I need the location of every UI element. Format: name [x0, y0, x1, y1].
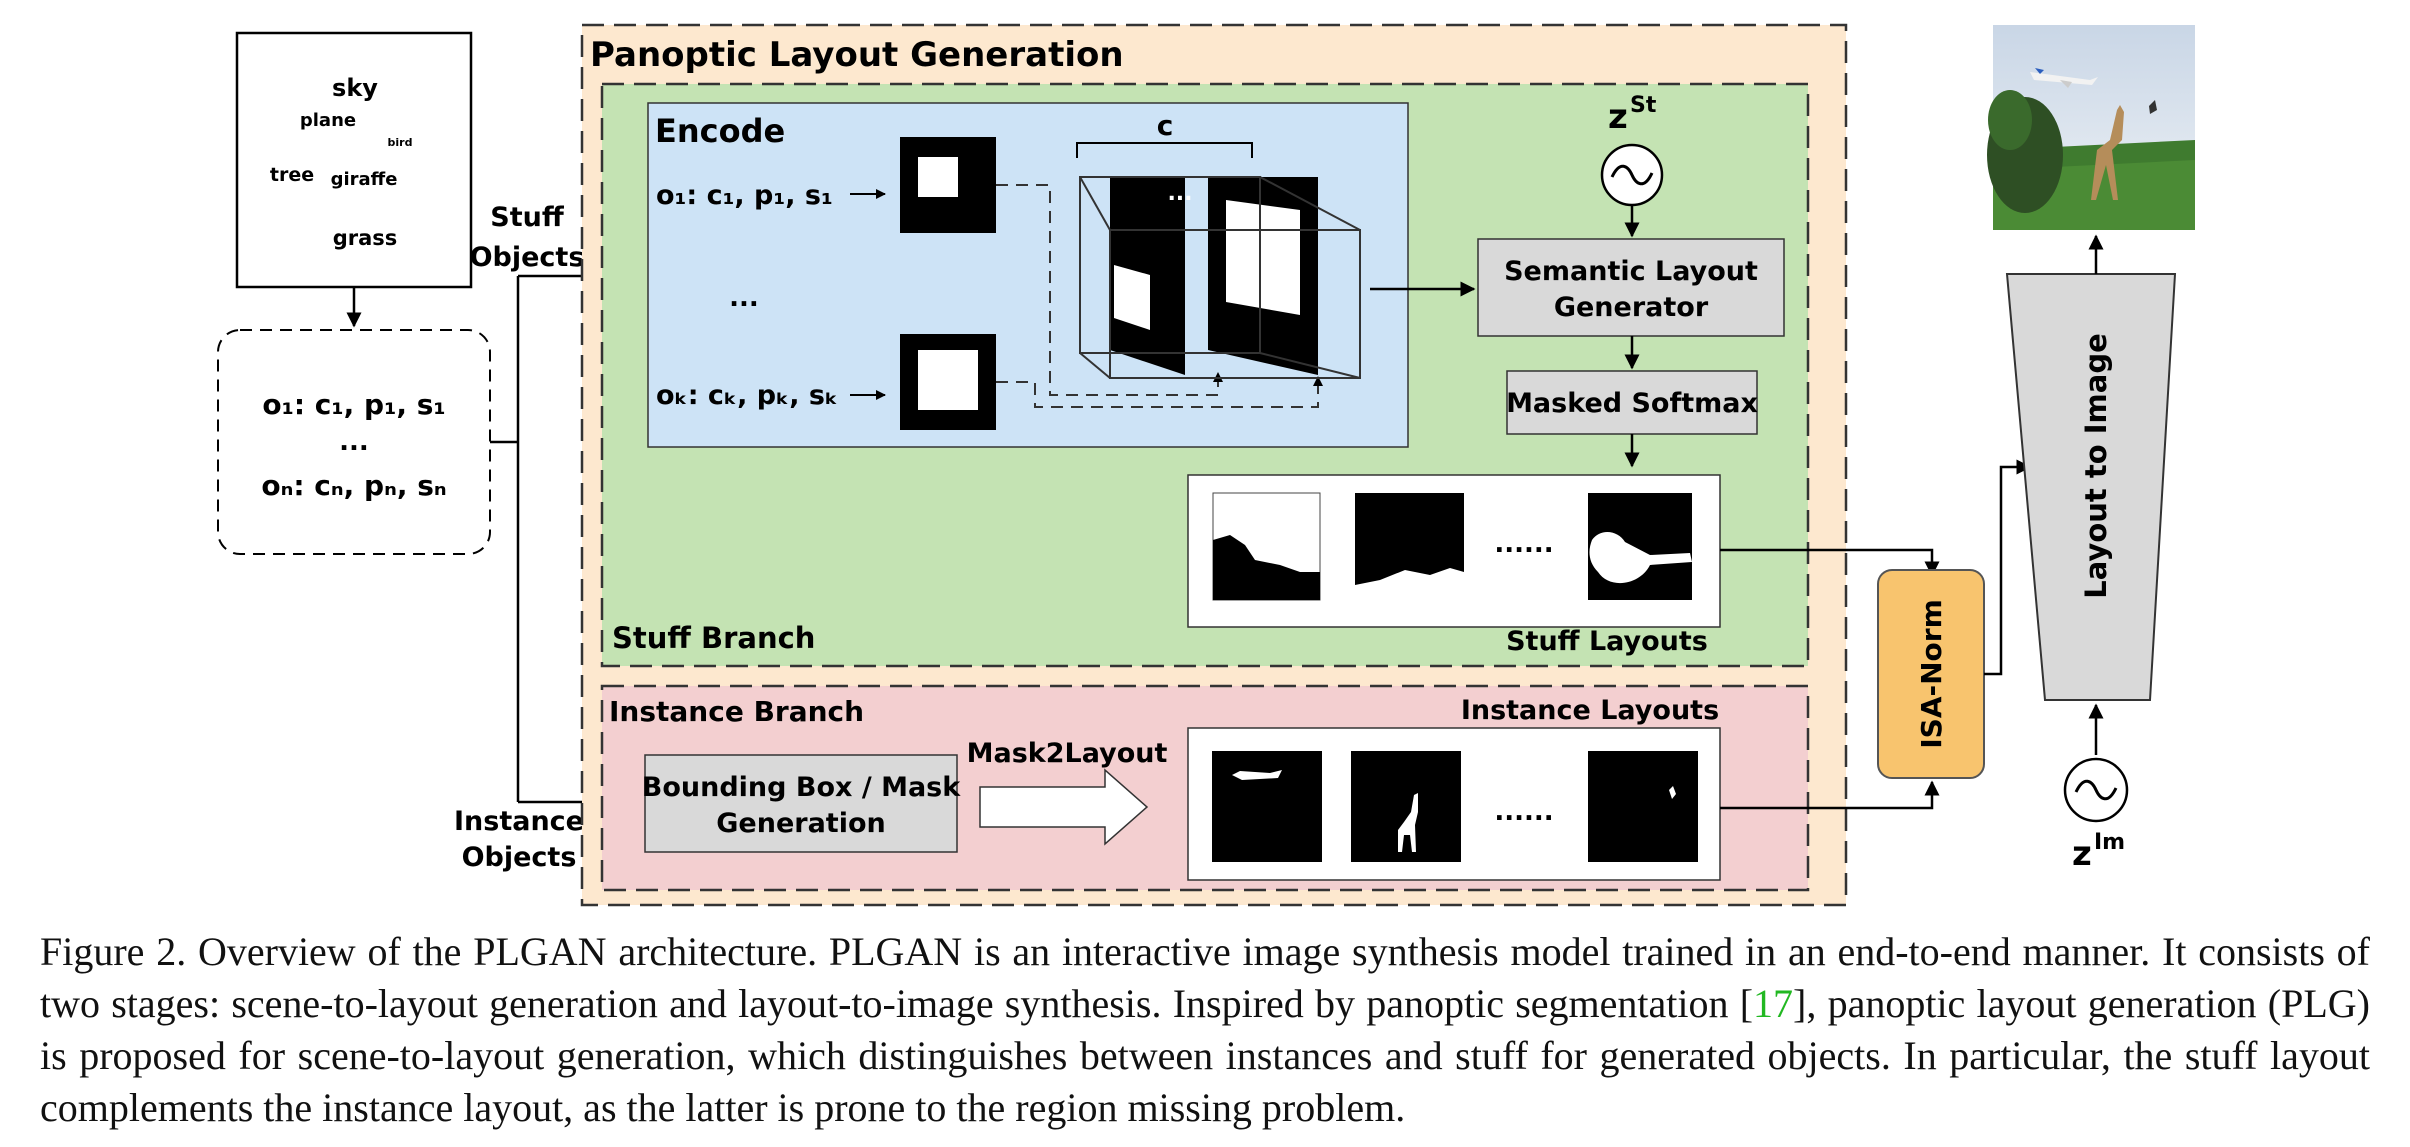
layout-stack-cube: ...	[1079, 176, 1361, 379]
caption-text-suffix: ], panoptic layout generation (PLG) is p…	[40, 981, 2370, 1130]
image-noise-z-superscript: Im	[2094, 830, 2125, 855]
isa-norm-label: ISA-Norm	[1915, 599, 1948, 749]
objects-list-ellipsis: ...	[339, 427, 369, 457]
objects-list-box: o₁: c₁, p₁, s₁ ... oₙ: cₙ, pₙ, sₙ	[217, 329, 491, 555]
stuff-layouts-ellipsis: ......	[1494, 529, 1553, 559]
stuff-layout-thumbnail-2	[1355, 493, 1464, 600]
encode-row-k: oₖ: cₖ, pₖ, sₖ	[656, 380, 838, 411]
instance-layout-thumbnail-bird	[1588, 751, 1698, 862]
instance-objects-label-line2: Objects	[462, 842, 577, 873]
encode-panel: Encode o₁: c₁, p₁, s₁ ... oₖ: cₖ, pₖ, sₖ…	[647, 102, 1409, 448]
tilde-icon	[1610, 164, 1654, 186]
isa-to-decoder-arrow	[1984, 459, 2032, 676]
instance-layout-thumbnail-plane	[1212, 751, 1322, 862]
stuff-layouts-label: Stuff Layouts	[1506, 626, 1708, 657]
scene-word-plane: plane	[300, 110, 356, 131]
encode-dashed-connectors	[996, 184, 1319, 408]
instance-layouts-panel: Instance Layouts ......	[1187, 695, 1721, 881]
objects-list-last: oₙ: cₙ, pₙ, sₙ	[261, 469, 446, 502]
encode-title: Encode	[655, 112, 785, 150]
image-noise-z: z Im	[2063, 703, 2129, 874]
generator-label-line1: Semantic Layout	[1504, 256, 1758, 287]
objects-list-first: o₁: c₁, p₁, s₁	[262, 388, 445, 421]
layout-stack-ellipsis: ...	[1167, 181, 1192, 206]
stuff-objects-label-line2: Objects	[470, 242, 585, 273]
image-noise-z-label: z	[2072, 834, 2092, 874]
scene-word-giraffe: giraffe	[331, 169, 398, 190]
layout-to-image-label: Layout to Image	[2079, 333, 2113, 598]
instance-layout-thumbnail-giraffe	[1351, 751, 1461, 862]
semantic-layout-generator-box: Semantic Layout Generator	[1477, 238, 1785, 337]
figure-caption: Figure 2. Overview of the PLGAN architec…	[40, 926, 2370, 1134]
stuff-objects-label-line1: Stuff	[490, 202, 565, 233]
caption-text-prefix: Figure 2. Overview of the PLGAN architec…	[40, 929, 2370, 1026]
scene-word-grass: grass	[333, 226, 398, 250]
mask-thumbnail-first	[900, 137, 996, 233]
plg-title: Panoptic Layout Generation	[590, 35, 1124, 75]
layouts-to-isa-connectors	[1720, 548, 1940, 810]
stuff-layout-thumbnail-1	[1212, 492, 1321, 601]
channel-c-label: c	[1157, 109, 1174, 142]
stuff-noise-z-label: z	[1608, 97, 1628, 137]
scene-word-tree: tree	[270, 164, 314, 186]
scene-word-box: sky plane bird tree giraffe grass	[235, 31, 473, 289]
stuff-layout-thumbnail-3	[1588, 493, 1692, 600]
caption-citation-link[interactable]: 17	[1753, 981, 1794, 1026]
mask2layout-block-arrow	[979, 768, 1149, 846]
instance-objects-label-line1: Instance	[454, 806, 584, 837]
instance-layouts-label: Instance Layouts	[1461, 695, 1719, 726]
stuff-noise-z-superscript: St	[1630, 93, 1657, 118]
tilde-icon	[2074, 779, 2118, 801]
encode-row-first: o₁: c₁, p₁, s₁	[656, 180, 833, 211]
generator-label-line2: Generator	[1554, 292, 1709, 323]
mask2layout-label: Mask2Layout	[967, 738, 1168, 769]
instance-layouts-ellipsis: ......	[1494, 797, 1553, 827]
stuff-branch-title: Stuff Branch	[612, 621, 815, 655]
generated-output-image	[1987, 25, 2195, 230]
isa-norm-box: ISA-Norm	[1877, 569, 1985, 779]
mask-thumbnail-k	[900, 334, 996, 430]
bbox-mask-generation-box: Bounding Box / Mask Generation	[642, 754, 961, 853]
bbox-label-line2: Generation	[716, 808, 885, 839]
stuff-noise-z: z St	[1600, 93, 1664, 207]
masked-softmax-box: Masked Softmax	[1506, 370, 1758, 435]
bbox-label-line1: Bounding Box / Mask	[642, 772, 961, 803]
masked-softmax-label: Masked Softmax	[1506, 388, 1758, 419]
channel-brace	[1076, 142, 1253, 158]
stuff-layouts-panel: ...... Stuff Layouts	[1187, 474, 1721, 657]
instance-branch-title: Instance Branch	[609, 695, 864, 728]
layout-to-image-decoder: Layout to Image	[2005, 273, 2177, 701]
architecture-diagram: sky plane bird tree giraffe grass o₁: c₁…	[217, 23, 2195, 907]
encode-row-ellipsis: ...	[729, 283, 759, 313]
scene-word-sky: sky	[332, 74, 378, 102]
scene-word-bird: bird	[388, 136, 413, 149]
